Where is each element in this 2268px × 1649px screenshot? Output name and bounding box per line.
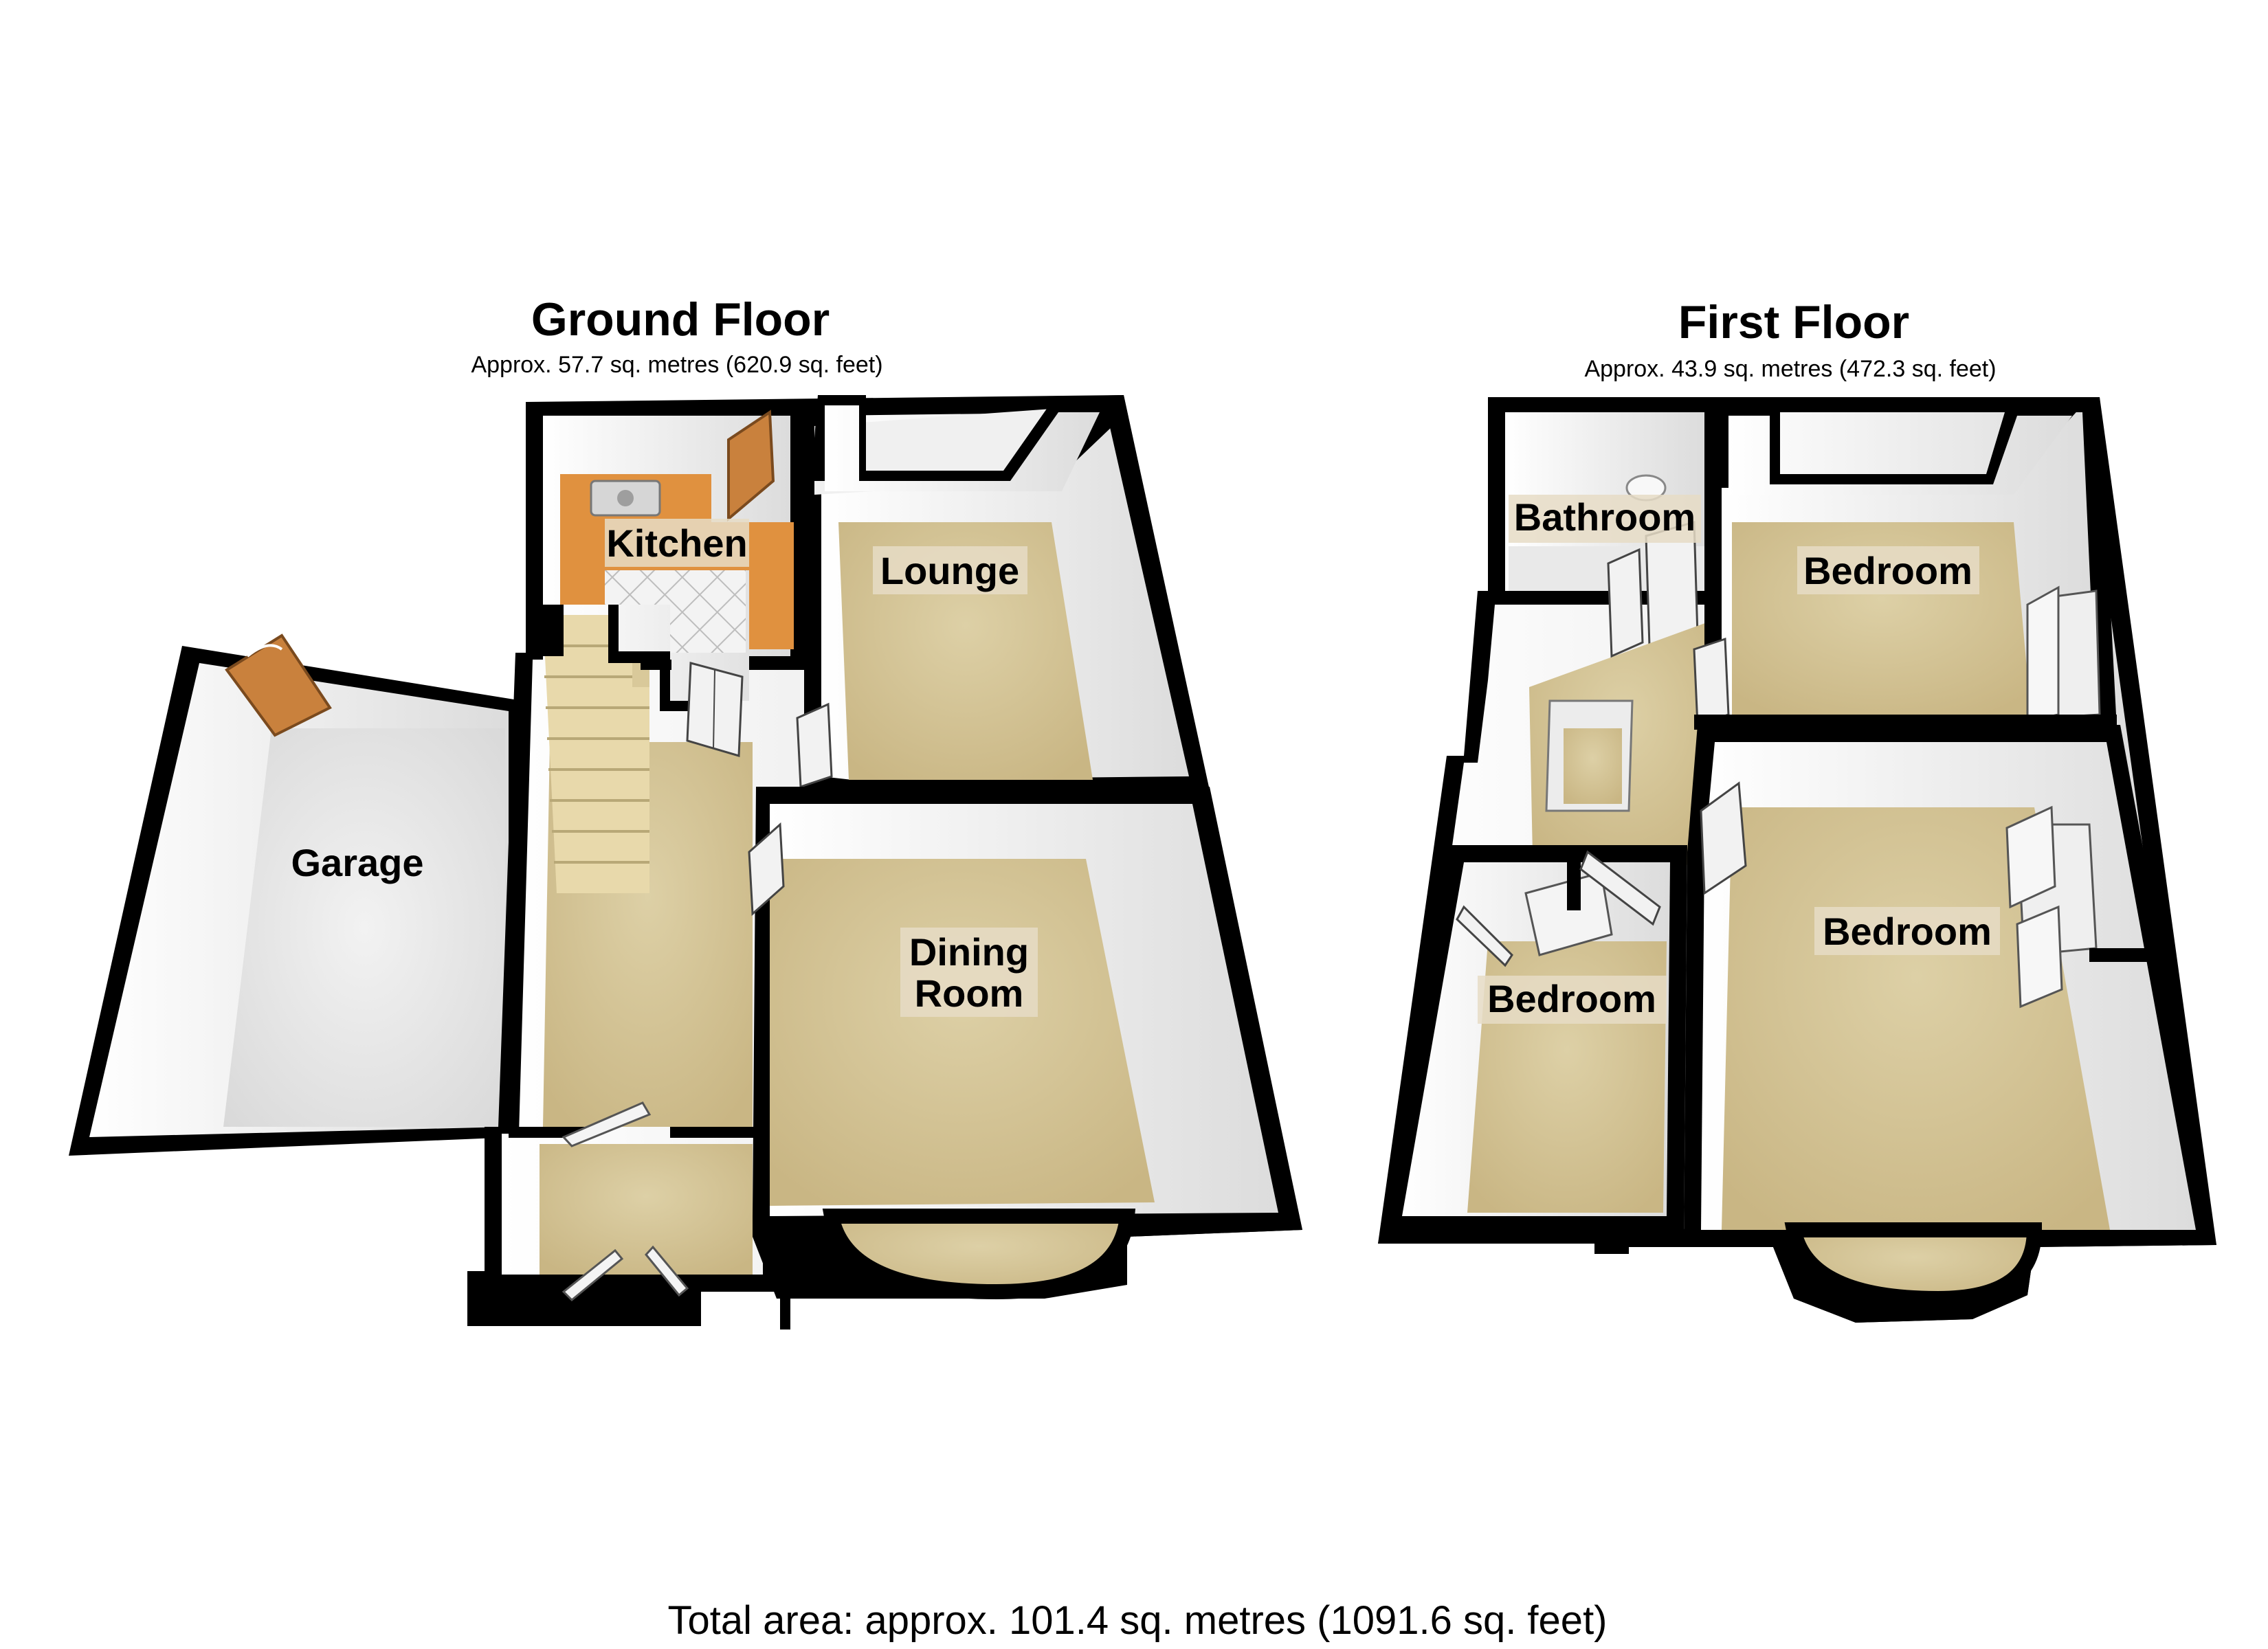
bedroom-small-wardrobe-door-icon [1456,905,1513,967]
dining-label-line1: Dining [909,930,1029,974]
first-floor: First Floor Approx. 43.9 sq. metres (472… [1378,296,2216,1323]
dining-floor [770,859,1155,1206]
ground-floor-area: Approx. 57.7 sq. metres (620.9 sq. feet) [471,352,882,378]
kitchen-floor [605,570,746,653]
cupboard-small-icon [1524,849,1613,956]
garage-label: Garage [291,841,424,884]
kitchen-back-door-icon [727,410,775,522]
garage-door-icon [225,633,332,737]
bedroom-rear-door-icon [1693,637,1730,727]
first-floor-area: Approx. 43.9 sq. metres (472.3 sq. feet) [1584,356,1996,382]
ground-floor: Ground Floor Approx. 57.7 sq. metres (62… [69,293,1302,1330]
bedroom-front-label: Bedroom [1823,910,1992,953]
bedroom-front-door-icon [1700,781,1747,895]
porch-inner-door-icon [562,1101,652,1147]
dining-room [748,787,1302,1300]
bay-window [822,1209,1136,1300]
lounge-door-icon [796,702,833,789]
wardrobe-front-icon [2005,805,2151,1009]
front-door-icon [562,1245,689,1302]
dining-door-icon [748,822,785,917]
bedroom-small-room [1378,845,1687,1247]
ground-floor-title: Ground Floor [531,293,830,346]
bedroom-small-label: Bedroom [1487,977,1656,1020]
first-floor-title: First Floor [1678,296,1909,348]
total-area: Total area: approx. 101.4 sq. metres (10… [668,1598,1608,1643]
bedroom-front-room [1684,725,2216,1323]
bay-window-first-floor [1784,1222,2043,1307]
garage-room [69,633,514,1156]
landing-cupboard [1545,699,1634,812]
bedroom-rear-label: Bedroom [1803,549,1972,592]
dining-label-line2: Room [915,972,1024,1015]
kitchen-label: Kitchen [606,521,747,565]
bedroom-small-door-icon [1579,850,1661,926]
porch-floor [540,1144,753,1275]
wardrobe-rear-icon [2026,585,2101,723]
bathroom-label: Bathroom [1514,495,1696,539]
lounge-label: Lounge [880,549,1019,592]
sink-icon [590,480,661,517]
landing-door-icon [1607,548,1644,658]
kitchen-glazed-door-icon [686,662,744,757]
